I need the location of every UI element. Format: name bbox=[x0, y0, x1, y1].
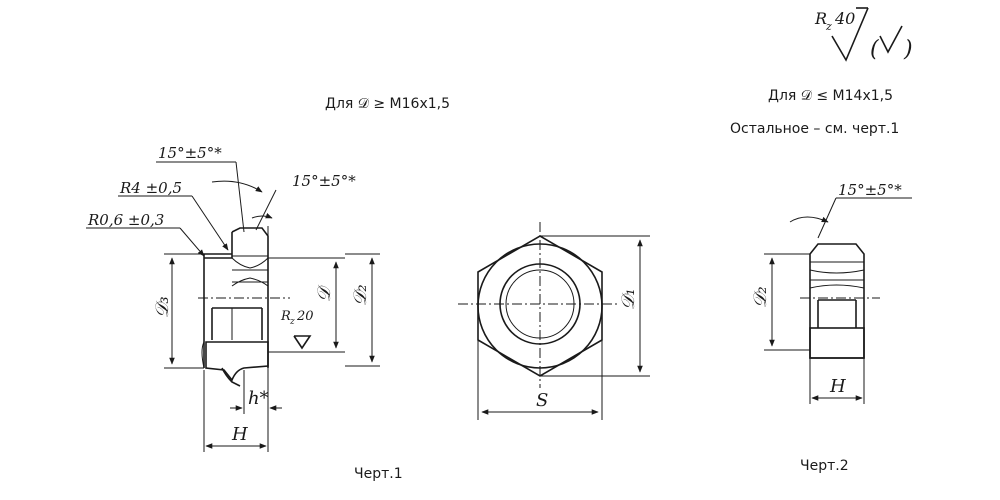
svg-text:h*: h* bbox=[248, 388, 269, 409]
roughness-symbol-main: R z 40 ( ) bbox=[814, 7, 913, 62]
hex-dim-s: S bbox=[477, 340, 603, 420]
fig1-dim-H: H bbox=[203, 370, 267, 452]
svg-text:𝒟: 𝒟 bbox=[314, 284, 335, 302]
svg-text:15°±5°*: 15°±5°* bbox=[838, 181, 902, 199]
hex-dim-d1: 𝒟₁ bbox=[540, 235, 650, 377]
fig2-dim-d2: 𝒟₂ bbox=[750, 253, 810, 351]
fig1-caption: Черт.1 bbox=[354, 466, 403, 482]
svg-text:R0,6 ±0,3: R0,6 ±0,3 bbox=[87, 211, 164, 229]
fig2-caption: Черт.2 bbox=[800, 458, 849, 474]
fig1-dim-d2: 𝒟₂ bbox=[345, 253, 380, 367]
svg-text:R: R bbox=[280, 309, 291, 324]
svg-text:𝒟₃: 𝒟₃ bbox=[152, 296, 173, 318]
svg-text:20: 20 bbox=[296, 309, 314, 324]
svg-text:(: ( bbox=[870, 37, 879, 62]
svg-text:15°±5°*: 15°±5°* bbox=[158, 144, 222, 162]
svg-text:z: z bbox=[825, 20, 832, 33]
right-note: Остальное – см. черт.1 bbox=[730, 121, 899, 137]
right-caption: Для 𝒟 ≤ М14x1,5 bbox=[768, 88, 893, 104]
fig1-side-view bbox=[198, 227, 290, 387]
left-caption: Для 𝒟 ≥ М16x1,5 bbox=[325, 96, 450, 112]
hex-front-view bbox=[458, 222, 620, 388]
fig2-leader: 15°±5°* bbox=[789, 181, 912, 239]
svg-text:H: H bbox=[231, 424, 248, 445]
fig1-roughness-local: R z 20 bbox=[280, 309, 314, 350]
svg-text:): ) bbox=[903, 37, 913, 62]
svg-text:R4 ±0,5: R4 ±0,5 bbox=[119, 179, 182, 197]
svg-text:z: z bbox=[289, 317, 295, 327]
svg-text:R: R bbox=[814, 9, 827, 28]
fig2-dim-H: H bbox=[809, 358, 865, 404]
svg-text:𝒟₂: 𝒟₂ bbox=[350, 284, 371, 306]
svg-text:H: H bbox=[829, 376, 846, 397]
svg-text:𝒟₁: 𝒟₁ bbox=[618, 288, 639, 310]
svg-text:S: S bbox=[536, 390, 548, 411]
fig2-side-view bbox=[800, 243, 880, 359]
fig1-dim-d: 𝒟 bbox=[268, 257, 345, 353]
fig1-dim-d3: 𝒟₃ bbox=[152, 253, 204, 369]
fig1-dim-h: h* bbox=[230, 368, 282, 452]
fig1-leaders: 15°±5°* 15°±5°* R4 ±0,5 R0,6 ±0,3 bbox=[86, 144, 356, 257]
svg-text:15°±5°*: 15°±5°* bbox=[292, 172, 356, 190]
svg-text:40: 40 bbox=[834, 9, 855, 28]
svg-text:𝒟₂: 𝒟₂ bbox=[750, 286, 771, 308]
